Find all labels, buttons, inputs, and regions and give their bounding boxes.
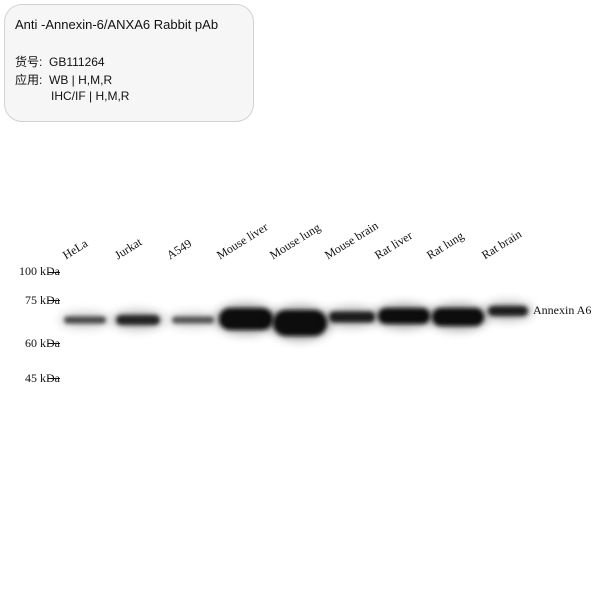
marker-tick-75 [48,300,60,301]
application-ihc: IHC/IF | H,M,R [51,89,130,103]
marker-75kda: 75 kDa [25,293,60,307]
application-label: 应用: [15,73,43,87]
marker-tick-45 [48,378,60,379]
band-lane-6 [329,311,375,323]
band-lane-4 [219,308,273,330]
marker-60kda: 60 kDa [25,336,60,350]
application-wb: WB | H,M,R [49,73,113,87]
band-lane-9 [488,306,528,316]
band-lane-2 [116,315,160,325]
product-title: Anti -Annexin-6/ANXA6 Rabbit pAb [15,17,219,32]
marker-tick-60 [48,343,60,344]
band-lane-3 [172,316,214,324]
marker-45kda: 45 kDa [25,371,60,385]
band-lane-8 [432,308,484,326]
band-lane-1 [64,316,106,324]
application-row: 应用: WB | H,M,R [15,71,112,88]
marker-tick-100 [48,272,60,273]
marker-100kda: 100 kDa [19,264,60,278]
annexin-a6-band-label: Annexin A6 [533,303,592,317]
band-lane-7 [378,308,430,324]
catalog-value: GB111264 [49,55,105,69]
product-info-card: Anti -Annexin-6/ANXA6 Rabbit pAb 货号: GB11… [4,4,254,122]
band-lane-5 [273,310,327,336]
catalog-label: 货号: [15,55,43,69]
catalog-row: 货号: GB111264 [15,53,105,70]
